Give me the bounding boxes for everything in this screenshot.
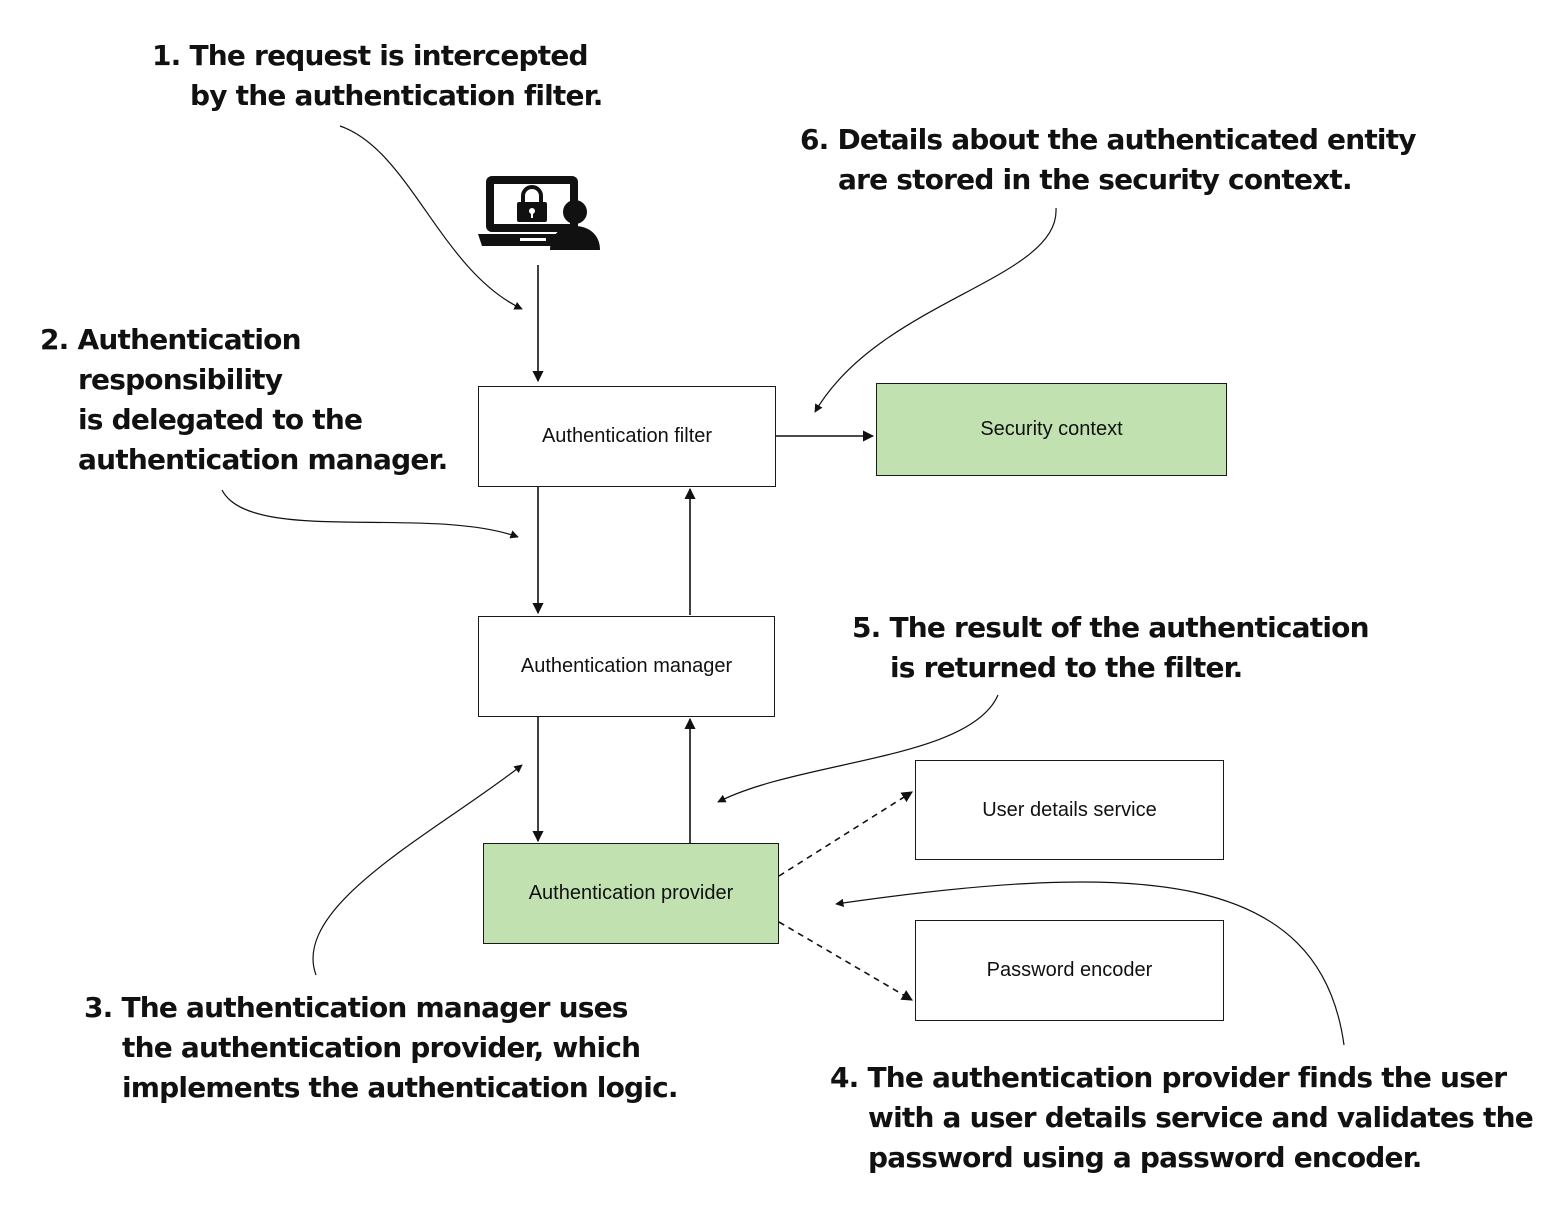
annotation-line: responsibility bbox=[78, 363, 283, 396]
annotation-line: the authentication provider, which bbox=[122, 1031, 641, 1064]
step-number: 4. bbox=[830, 1061, 859, 1094]
annotation-line: with a user details service and validate… bbox=[868, 1101, 1534, 1134]
laptop-lock-user-icon bbox=[478, 176, 600, 250]
dashed-arrow-provider-to-password-encoder bbox=[778, 921, 913, 1001]
password-encoder-box: Password encoder bbox=[915, 920, 1224, 1021]
step-number: 2. bbox=[40, 323, 69, 356]
annotation-step2: 2. Authentication responsibility is dele… bbox=[40, 320, 448, 480]
annotation-line: is delegated to the bbox=[78, 403, 363, 436]
annotation-line: authentication manager. bbox=[78, 443, 448, 476]
annotation-step1: 1. The request is intercepted by the aut… bbox=[152, 36, 603, 116]
callout-step2 bbox=[221, 489, 519, 539]
security-context-box: Security context bbox=[876, 383, 1227, 476]
annotation-line: The request is intercepted bbox=[189, 39, 588, 72]
annotation-line: Authentication bbox=[77, 323, 301, 356]
annotation-line: by the authentication filter. bbox=[190, 79, 603, 112]
annotation-line: are stored in the security context. bbox=[838, 163, 1353, 196]
callout-step1 bbox=[339, 125, 523, 310]
annotation-step4: 4. The authentication provider finds the… bbox=[830, 1058, 1534, 1178]
auth-filter-box: Authentication filter bbox=[478, 386, 776, 487]
step-number: 1. bbox=[152, 39, 181, 72]
auth-manager-box: Authentication manager bbox=[478, 616, 775, 717]
annotation-line: The authentication manager uses bbox=[121, 991, 628, 1024]
annotation-line: Details about the authenticated entity bbox=[837, 123, 1416, 156]
step-number: 3. bbox=[84, 991, 113, 1024]
annotation-line: The authentication provider finds the us… bbox=[867, 1061, 1507, 1094]
annotation-line: The result of the authentication bbox=[889, 611, 1369, 644]
annotation-step5: 5. The result of the authentication is r… bbox=[852, 608, 1370, 688]
callout-step3 bbox=[312, 764, 523, 976]
annotation-step3: 3. The authentication manager uses the a… bbox=[84, 988, 679, 1108]
annotation-line: implements the authentication logic. bbox=[122, 1071, 679, 1104]
dashed-arrow-provider-to-user-details bbox=[778, 791, 913, 877]
step-number: 6. bbox=[800, 123, 829, 156]
auth-provider-box: Authentication provider bbox=[483, 843, 779, 944]
callout-step6 bbox=[814, 207, 1057, 413]
callout-step4 bbox=[835, 881, 1345, 1046]
annotation-line: is returned to the filter. bbox=[890, 651, 1243, 684]
step-number: 5. bbox=[852, 611, 881, 644]
user-details-service-box: User details service bbox=[915, 760, 1224, 860]
annotation-step6: 6. Details about the authenticated entit… bbox=[800, 120, 1417, 200]
callout-step5 bbox=[717, 694, 999, 803]
annotation-line: password using a password encoder. bbox=[868, 1141, 1422, 1174]
